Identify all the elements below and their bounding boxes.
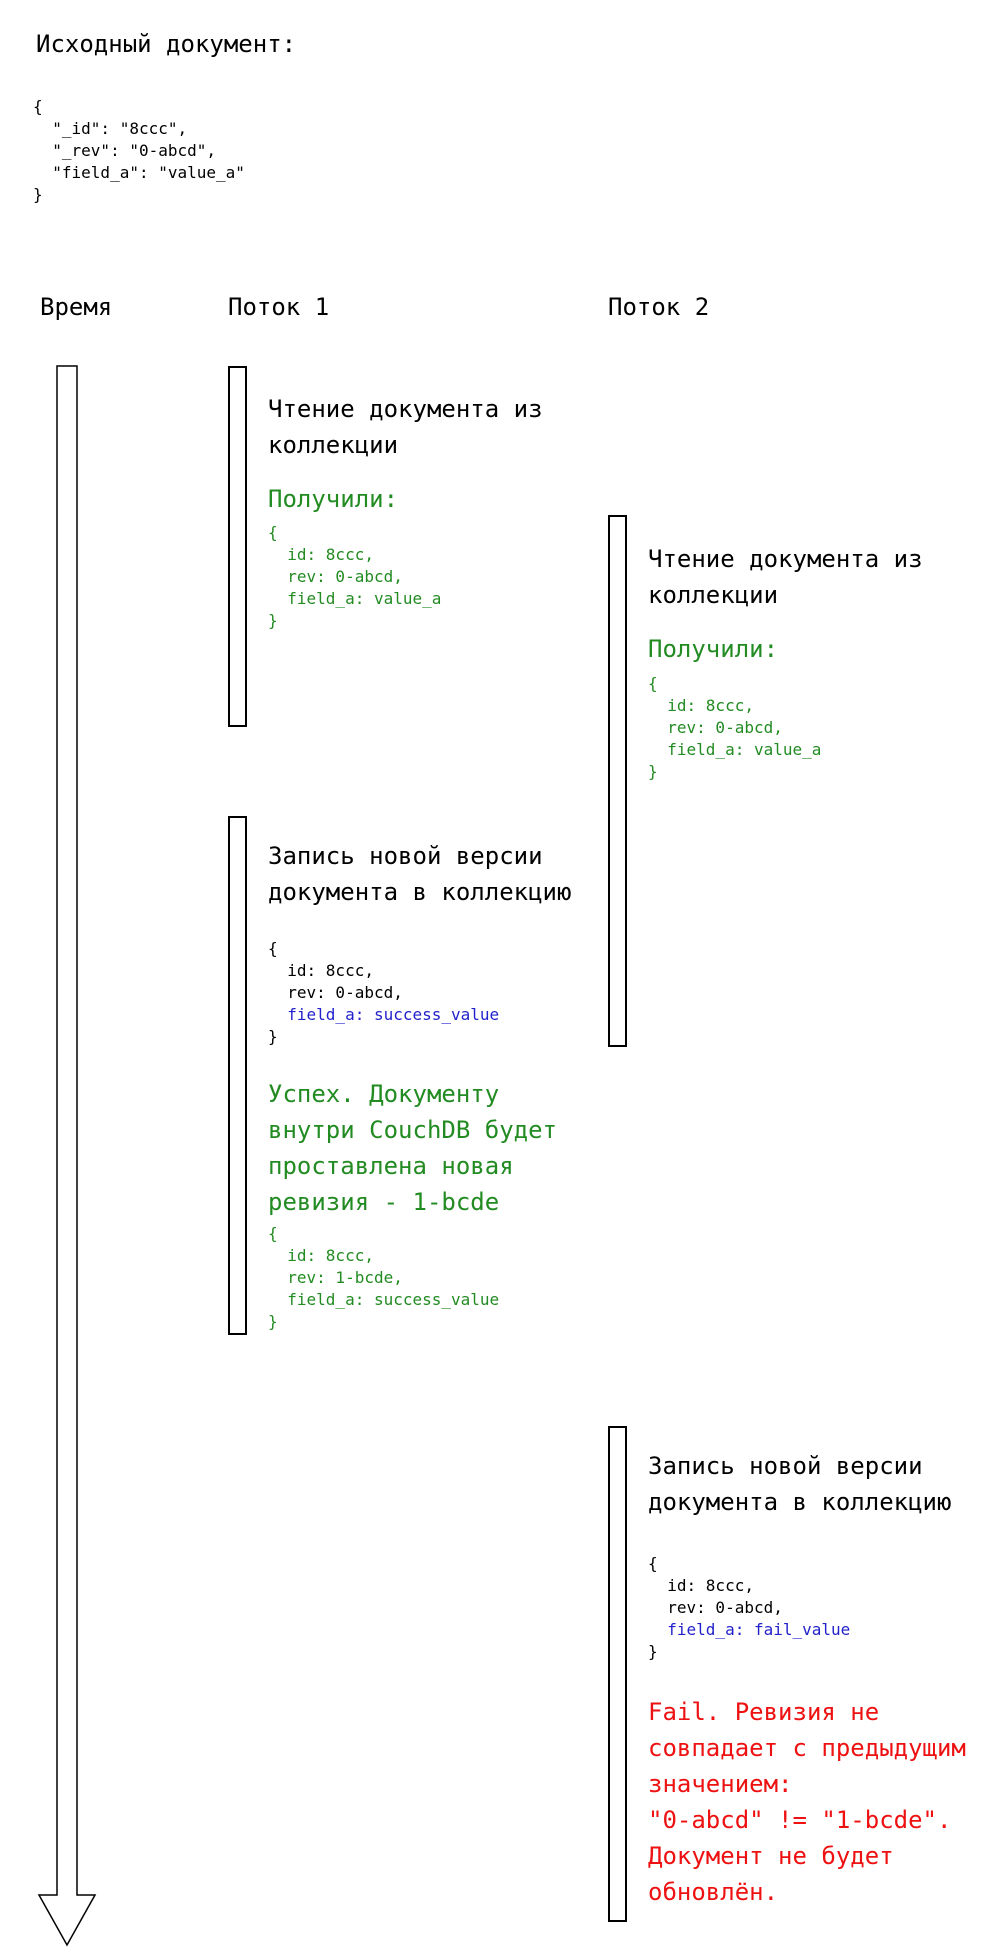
thread1-write-request-json-field: field_a: success_value [268,1005,500,1024]
thread1-read-result-label: Получили: [268,485,399,513]
page-title: Исходный документ: [36,30,297,58]
thread1-write-action-text: Запись новой версии документа в коллекци… [268,842,572,906]
thread2-activation-bar-read [608,515,627,1047]
thread1-write-request-json: { id: 8ccc, rev: 0-abcd, field_a: succes… [268,938,499,1048]
thread2-write-request-json-head: { id: 8ccc, rev: 0-abcd, [648,1554,783,1617]
thread2-activation-bar-write [608,1426,627,1922]
thread2-read-result-label: Получили: [648,635,779,663]
time-arrow [35,364,99,1954]
thread2-read-action-text: Чтение документа из коллекции [648,545,923,609]
thread1-column-label: Поток 1 [228,293,330,321]
thread1-write-success-text: Успех. Документу внутри CouchDB будет пр… [268,1080,557,1216]
thread1-read-action-text: Чтение документа из коллекции [268,395,543,459]
thread2-write-request-json-field: field_a: fail_value [648,1620,851,1639]
thread1-write-request-json-tail: } [268,1027,278,1046]
thread2-write-request-json: { id: 8ccc, rev: 0-abcd, field_a: fail_v… [648,1553,850,1663]
thread2-column-label: Поток 2 [608,293,710,321]
time-column-label: Время [40,293,113,321]
thread1-activation-bar-read [228,366,247,727]
thread2-write-request-json-tail: } [648,1642,658,1661]
initial-document-json: { "_id": "8ccc", "_rev": "0-abcd", "fiel… [33,97,245,204]
thread2-write-fail-text: Fail. Ревизия не совпадает с предыдущим … [648,1698,966,1906]
thread1-write-request-json-head: { id: 8ccc, rev: 0-abcd, [268,939,403,1002]
thread1-read-result-json: { id: 8ccc, rev: 0-abcd, field_a: value_… [268,523,442,630]
thread2-write-action-text: Запись новой версии документа в коллекци… [648,1452,952,1516]
thread1-activation-bar-write [228,816,247,1335]
thread2-read-result-json: { id: 8ccc, rev: 0-abcd, field_a: value_… [648,674,822,781]
time-arrow-icon [37,365,97,1947]
thread1-write-result-json: { id: 8ccc, rev: 1-bcde, field_a: succes… [268,1224,500,1331]
